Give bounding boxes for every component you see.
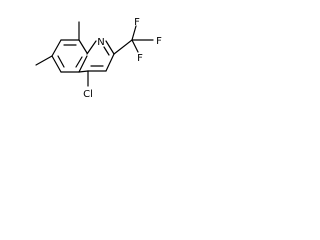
bond-cf3-f1 bbox=[131, 25, 137, 41]
bond-c6-methyl bbox=[35, 55, 53, 66]
molecule-diagram: N Cl F F F bbox=[35, 17, 162, 100]
bond-c8a-c8 bbox=[78, 39, 88, 54]
atom-label-fluorine-1: F bbox=[134, 17, 140, 28]
bond-c4a-c8a-inner bbox=[75, 56, 83, 68]
structure-canvas: N Cl F F F bbox=[0, 0, 203, 137]
bond-c4a-c8a bbox=[78, 55, 88, 73]
bond-n1-c2-inner bbox=[103, 46, 110, 56]
bond-c2-c3 bbox=[105, 53, 115, 72]
bond-cf3-f3 bbox=[131, 39, 139, 53]
bond-c4-c4a bbox=[78, 70, 89, 73]
bond-c6-c5-inner bbox=[57, 55, 65, 68]
bond-c2-cf3 bbox=[113, 39, 133, 55]
bond-c8a-n1 bbox=[86, 40, 97, 55]
bond-n1-c2 bbox=[105, 40, 115, 55]
atom-label-nitrogen: N bbox=[97, 37, 104, 48]
atom-label-chlorine: Cl bbox=[83, 89, 93, 100]
atom-label-fluorine-2: F bbox=[156, 36, 162, 47]
bond-c6-c5 bbox=[51, 55, 62, 73]
atom-label-fluorine-3: F bbox=[137, 53, 143, 64]
bond-c7-c6 bbox=[51, 39, 62, 57]
